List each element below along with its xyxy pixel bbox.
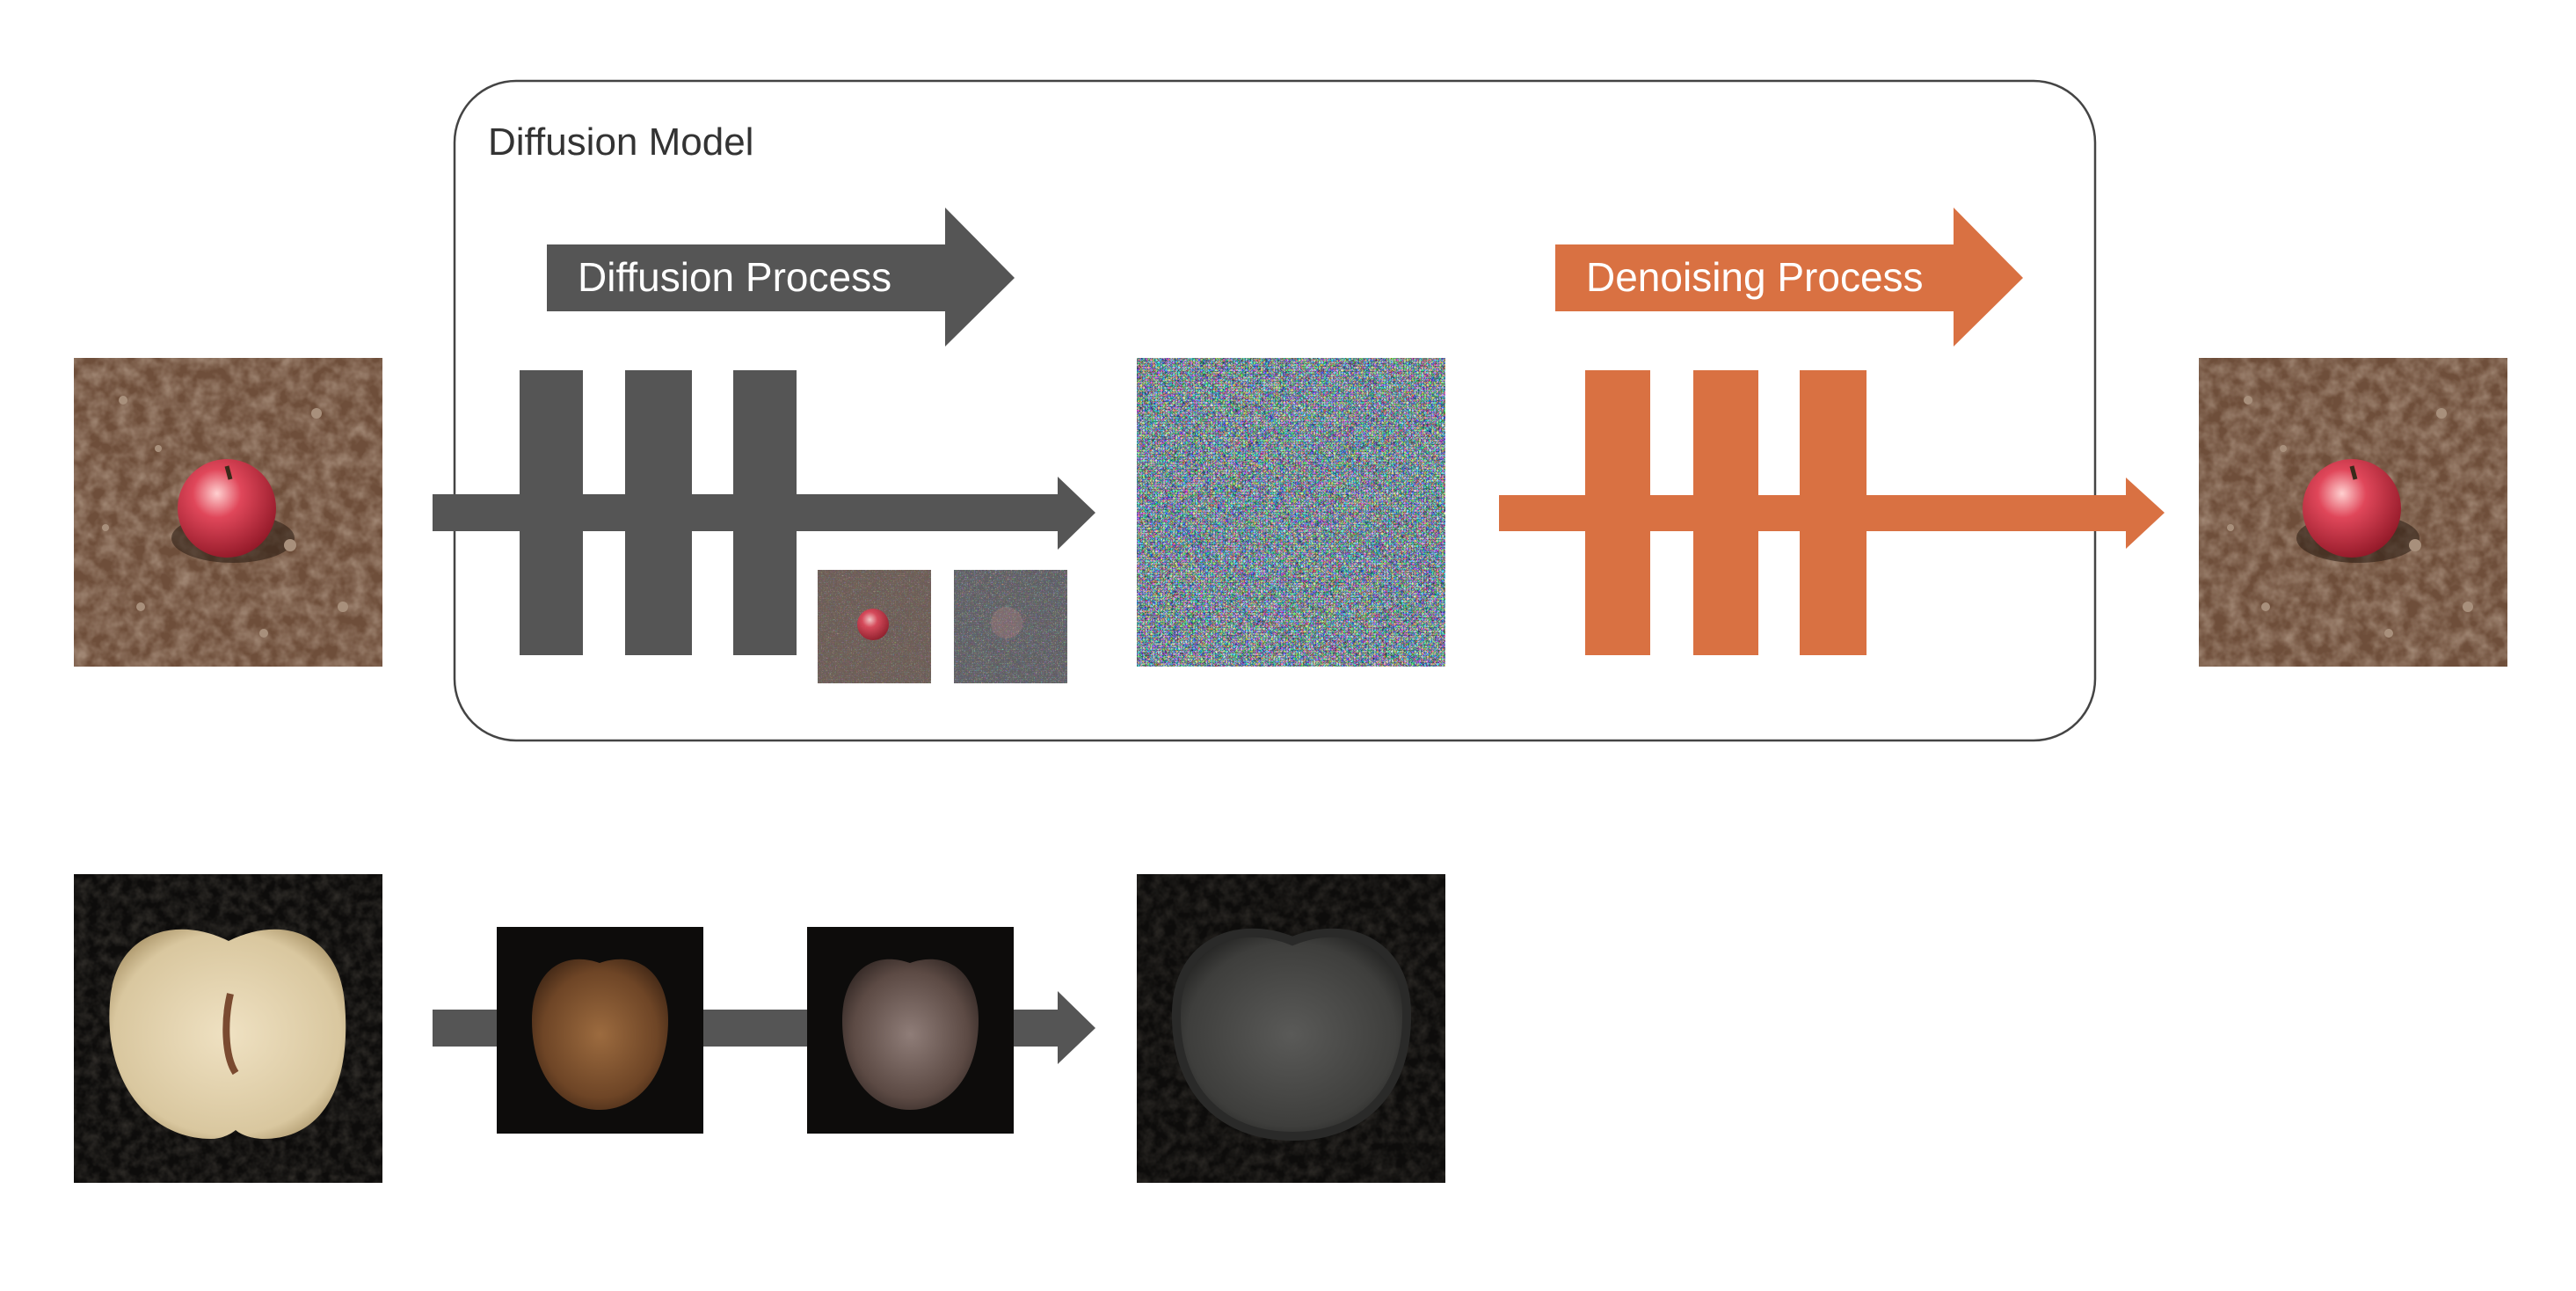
reverse-bar-3: [1800, 370, 1867, 655]
forward-flow: [433, 370, 1095, 655]
rotten-apple-step-1-image: [497, 927, 703, 1134]
diffusion-process-label: Diffusion Process: [578, 254, 891, 300]
denoising-process-arrow: [1555, 208, 2023, 346]
pure-noise-image: [1137, 358, 1445, 667]
reverse-bar-2: [1693, 370, 1758, 655]
halved-apple-image: [74, 874, 382, 1183]
noisy-step-1-image: [818, 570, 931, 683]
diffusion-process-arrow: [547, 208, 1015, 346]
rotten-apple-step-3-image: [1137, 874, 1445, 1183]
forward-bar-1: [520, 370, 583, 655]
reverse-bar-1: [1585, 370, 1650, 655]
diffusion-model-box: [453, 79, 2097, 742]
reverse-flow: [1499, 370, 2165, 655]
forward-bar-3: [733, 370, 797, 655]
output-apple-image: [2199, 358, 2507, 667]
noisy-step-2-image: [954, 570, 1067, 683]
diffusion-model-title: Diffusion Model: [488, 120, 753, 164]
input-apple-image: [74, 358, 382, 667]
denoising-process-label: Denoising Process: [1586, 254, 1924, 300]
forward-bar-2: [625, 370, 692, 655]
rotten-apple-step-2-image: [807, 927, 1014, 1134]
